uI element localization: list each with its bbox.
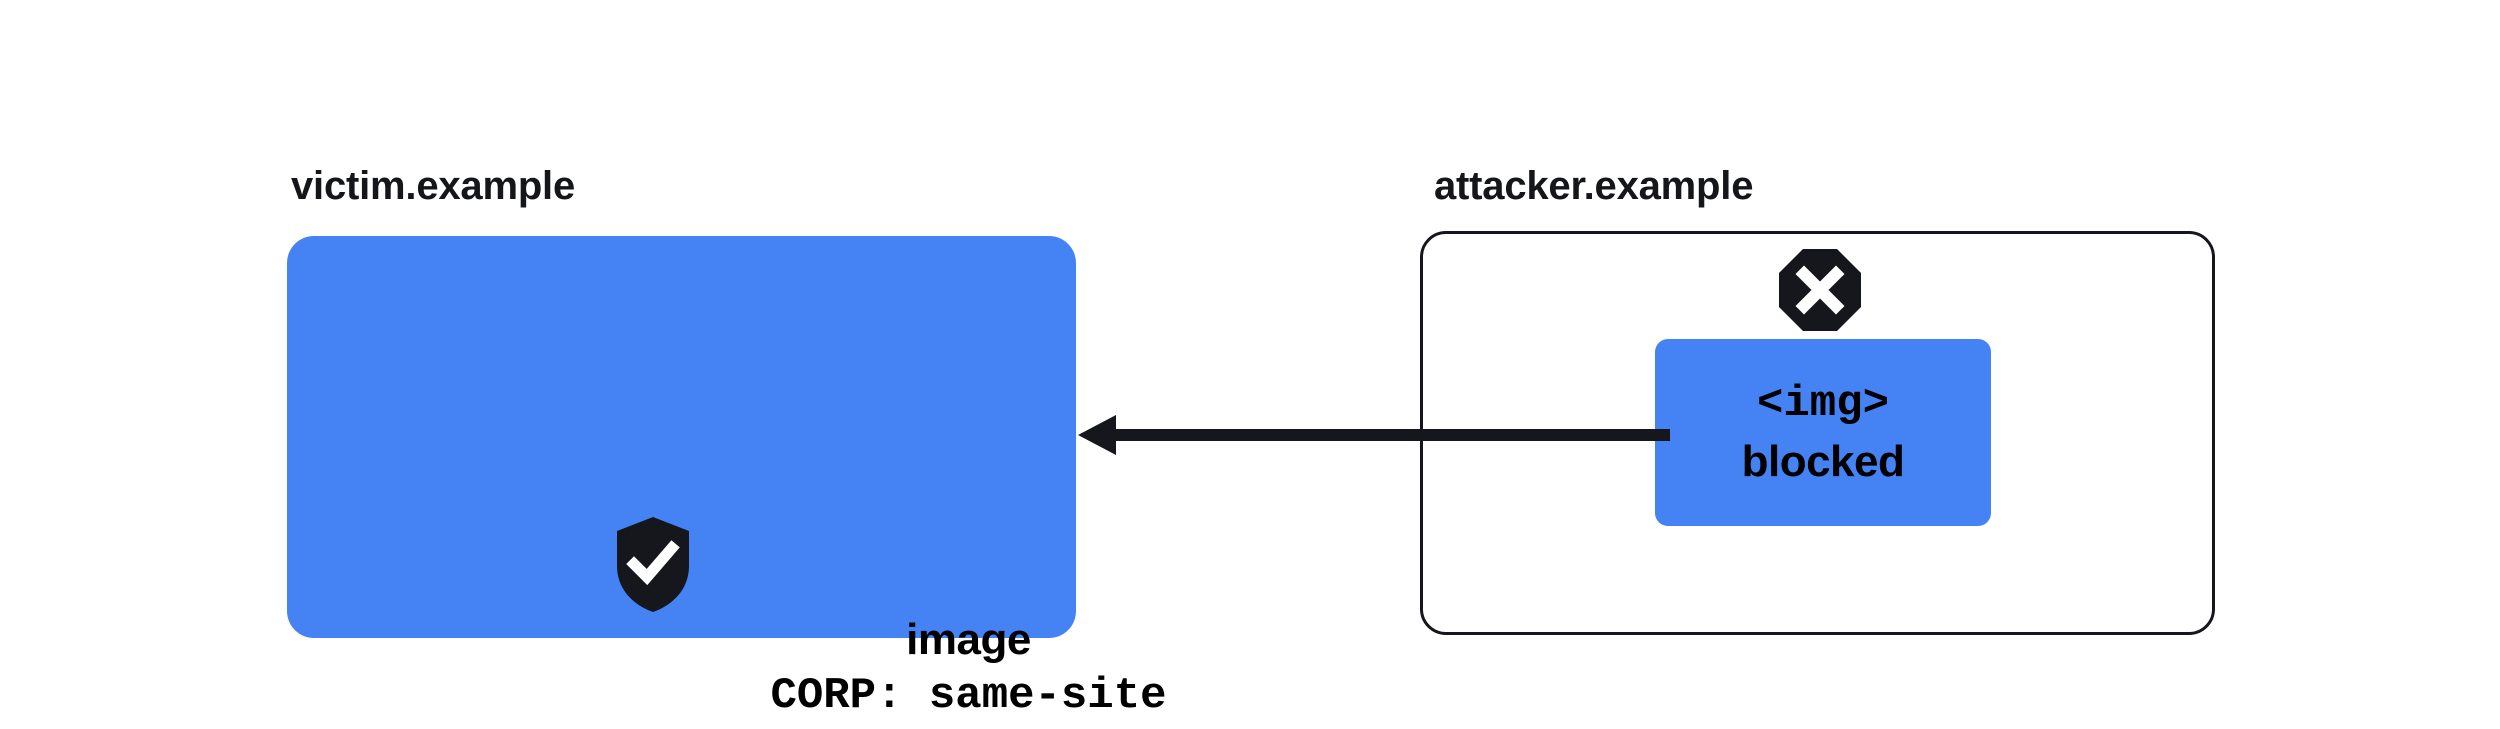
attacker-element-tag: <img>: [1756, 379, 1890, 429]
victim-origin-label: victim.example: [291, 164, 576, 208]
blocked-request-arrow: [1070, 405, 1670, 467]
victim-resource-card: image CORP: same-site: [287, 236, 1167, 721]
attacker-origin-label: attacker.example: [1434, 164, 1754, 208]
victim-resource-name: image: [906, 615, 1031, 664]
victim-resource-text: image CORP: same-site: [574, 611, 1363, 725]
shield-check-icon: [617, 517, 689, 612]
victim-resource-header: CORP: same-site: [770, 671, 1167, 722]
attacker-element-status: blocked: [1741, 437, 1905, 487]
attacker-img-element: [1655, 339, 1991, 526]
octagon-x-icon: [1779, 249, 1861, 331]
attacker-img-text: <img> blocked: [1655, 376, 1991, 490]
